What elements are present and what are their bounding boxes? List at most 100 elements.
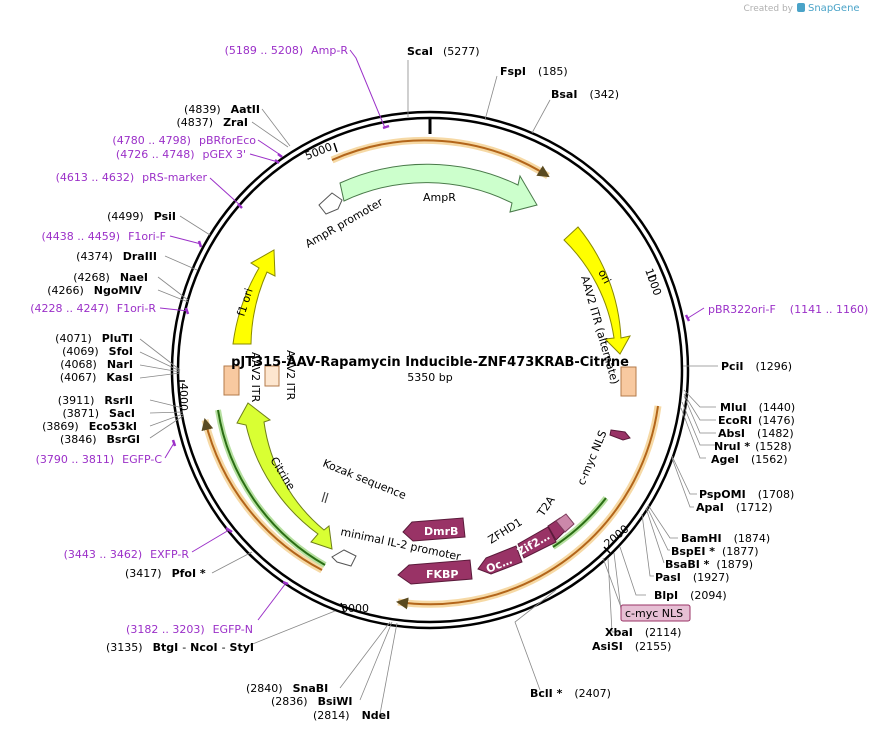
plasmid-length: 5350 bp (407, 371, 452, 384)
enzyme-pspomi[interactable]: PspOMI(1708) (699, 488, 794, 501)
enzyme-mlui[interactable]: MluI(1440) (720, 401, 795, 414)
enzyme-pasi[interactable]: PasI(1927) (655, 571, 729, 584)
primer-egfp-c[interactable]: (3790 .. 3811)EGFP-C (36, 453, 163, 466)
enzyme-bsai[interactable]: BsaI(342) (551, 88, 619, 101)
enzyme-ngomiv[interactable]: (4266)NgoMIV (47, 284, 142, 297)
orf-arc-bottom (396, 405, 659, 610)
enzyme-psii[interactable]: (4499)PsiI (107, 210, 176, 223)
primer-pbr322ori-f[interactable]: pBR322ori-F(1141 .. 1160) (708, 303, 868, 316)
ampr-promoter-label: AmpR promoter (303, 195, 386, 250)
enzyme-pfoi[interactable]: (3417)PfoI * (125, 567, 206, 580)
enzyme-sfoi[interactable]: (4069)SfoI (62, 345, 133, 358)
ampr-arrow (339, 163, 538, 213)
plasmid-name: pJT315-AAV-Rapamycin Inducible-ZNF473KRA… (231, 355, 629, 370)
enzyme-nrui[interactable]: NruI *(1528) (714, 440, 792, 453)
t2a-box (555, 513, 575, 533)
snapgene-logo-icon (797, 3, 805, 12)
primer-pbrforeco[interactable]: (4780 .. 4798)pBRforEco (112, 134, 256, 147)
enzyme-agei[interactable]: AgeI(1562) (711, 453, 788, 466)
credit-prefix: Created by (743, 4, 793, 14)
aav2-itr-box-left (223, 365, 240, 396)
enzyme-zrai[interactable]: (4837)ZraI (177, 116, 249, 129)
enzyme-absi[interactable]: AbsI(1482) (718, 427, 794, 440)
plasmid-title: pJT315-AAV-Rapamycin Inducible-ZNF473KRA… (231, 355, 629, 384)
enzyme-rsrii[interactable]: (3911)RsrII (58, 394, 133, 407)
aav2-itr-label-a: AAV2 ITR (249, 352, 262, 403)
enzyme-bcli[interactable]: BclI *(2407) (530, 687, 611, 700)
primer-leaders (159, 49, 705, 621)
primer-amp-r[interactable]: (5189 .. 5208)Amp-R (225, 44, 349, 57)
cmyc-nls-callout[interactable]: c-myc NLS (602, 557, 691, 622)
enzyme-scai[interactable]: ScaI(5277) (407, 45, 480, 58)
orf-arcs (201, 136, 662, 610)
aav2-itr-box-right (264, 365, 280, 387)
enzyme-btgi-ncoi-styi[interactable]: (3135)BtgI-NcoI-StyI (106, 641, 254, 654)
enzyme-bspei[interactable]: BspEI *(1877) (671, 545, 759, 558)
ori-arrow (563, 226, 631, 355)
ampr-label: AmpR (423, 191, 456, 204)
orf-arc-zfhd1 (552, 497, 607, 548)
enzyme-ecori[interactable]: EcoRI(1476) (718, 414, 795, 427)
enzyme-pcii[interactable]: PciI(1296) (721, 360, 792, 373)
zfhd1-label: ZFHD1 (486, 516, 525, 547)
enzyme-labels: ScaI(5277) FspI(185) BsaI(342) PciI(1296… (42, 45, 795, 722)
enzyme-kasi[interactable]: (4067)KasI (60, 371, 133, 384)
kozak-label: Kozak sequence (321, 457, 408, 502)
cmyc-nls-arrow (609, 429, 631, 441)
enzyme-draiii[interactable]: (4374)DraIII (76, 250, 157, 263)
aav2-itr-label-b: AAV2 ITR (284, 350, 297, 401)
enzyme-fspi[interactable]: FspI(185) (500, 65, 568, 78)
enzyme-pluti[interactable]: (4071)PluTI (55, 332, 133, 345)
dmrb-label: DmrB (424, 525, 458, 538)
primer-marks (171, 124, 691, 586)
enzyme-ndei[interactable]: (2814)NdeI (313, 709, 390, 722)
fkbp-arrow (397, 559, 473, 585)
oc-arrow (477, 545, 523, 575)
fkbp-label: FKBP (426, 568, 458, 581)
orf-arc-top (331, 139, 550, 178)
orf-arc-citrine (217, 409, 326, 566)
orf-arc-left (201, 418, 323, 571)
cmyc-nls-box (620, 604, 691, 622)
enzyme-asisi[interactable]: AsiSI(2155) (592, 640, 671, 653)
enzyme-apai[interactable]: ApaI(1712) (696, 501, 772, 514)
enzyme-saci[interactable]: (3871)SacI (62, 407, 135, 420)
primer-prs-marker[interactable]: (4613 .. 4632)pRS-marker (56, 171, 208, 184)
enzyme-naei[interactable]: (4268)NaeI (73, 271, 148, 284)
enzyme-leaders (139, 60, 718, 715)
enzyme-bsabi[interactable]: BsaBI *(1879) (665, 558, 753, 571)
zif-label: Zif2… (515, 530, 552, 559)
ampr-promoter-arrow (318, 192, 343, 215)
enzyme-xbai[interactable]: XbaI(2114) (605, 626, 681, 639)
primer-labels: (5189 .. 5208)Amp-R (4780 .. 4798)pBRfor… (30, 44, 868, 636)
cmyc-nls-label: c-myc NLS (575, 429, 610, 488)
enzyme-aatii[interactable]: (4839)AatII (184, 103, 260, 116)
enzyme-bsrgi[interactable]: (3846)BsrGI (60, 433, 140, 446)
enzyme-eco53ki[interactable]: (3869)Eco53kI (42, 420, 137, 433)
f1-ori-arrow (232, 249, 276, 345)
backbone-outer-circle (170, 110, 690, 630)
citrine-arrow (236, 402, 333, 550)
cmyc-nls-box-label: c-myc NLS (625, 607, 683, 620)
credit-brand: SnapGene (808, 3, 860, 14)
primer-f1ori-f[interactable]: (4438 .. 4459)F1ori-F (42, 230, 167, 243)
primer-exfp-r[interactable]: (3443 .. 3462)EXFP-R (64, 548, 190, 561)
zif-arrow (517, 526, 557, 559)
primer-pgex-3[interactable]: (4726 .. 4748)pGEX 3' (116, 148, 246, 161)
ori-label: ori (595, 267, 613, 286)
tick-3000: 3000 (341, 602, 369, 615)
primer-f1ori-r[interactable]: (4228 .. 4247)F1ori-R (30, 302, 156, 315)
snapgene-credit: Created by SnapGene (743, 3, 860, 14)
enzyme-snabi[interactable]: (2840)SnaBI (246, 682, 328, 695)
dmrb-arrow (402, 517, 466, 542)
enzyme-bamhi[interactable]: BamHI(1874) (681, 532, 770, 545)
aav2-itr-alternate-box (620, 366, 637, 397)
primer-egfp-n[interactable]: (3182 .. 3203)EGFP-N (126, 623, 253, 636)
enzyme-bsiwi[interactable]: (2836)BsiWI (271, 695, 353, 708)
enzyme-blpi[interactable]: BlpI(2094) (654, 589, 727, 602)
il2-promoter-arrow (331, 549, 357, 567)
t2a-label: T2A (534, 493, 558, 519)
enzyme-nari[interactable]: (4068)NarI (60, 358, 133, 371)
tick-4000: 4000 (177, 383, 190, 411)
